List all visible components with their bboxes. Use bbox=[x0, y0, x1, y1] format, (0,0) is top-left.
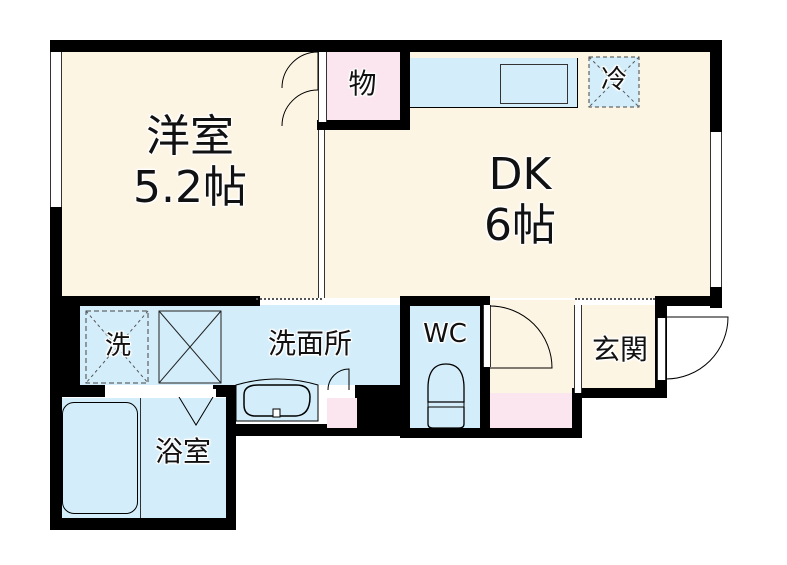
front-door-swing-icon bbox=[666, 316, 729, 380]
wall-storage-right bbox=[400, 40, 410, 130]
wall-washroom-right-block bbox=[355, 385, 405, 430]
toilet-floor bbox=[408, 305, 483, 430]
wall-mid-right bbox=[655, 296, 722, 306]
washroom-label: 洗面所 bbox=[267, 327, 352, 360]
kitchen-counter bbox=[410, 58, 578, 108]
washroom-storage bbox=[327, 398, 357, 428]
dk-name: DK bbox=[488, 149, 552, 200]
wall-bath-bottom bbox=[50, 518, 236, 530]
bathroom-label: 浴室 bbox=[154, 435, 211, 468]
bath-divider bbox=[140, 398, 141, 518]
toilet-door[interactable] bbox=[483, 305, 491, 367]
hall-door-swing-icon bbox=[490, 305, 553, 369]
wall-storage-bottom bbox=[317, 120, 410, 130]
wall-bath-top-right bbox=[213, 385, 233, 397]
toilet-label: WC bbox=[423, 319, 467, 349]
wall-toilet-left bbox=[400, 296, 410, 436]
threshold-entrance bbox=[575, 298, 655, 302]
wall-top bbox=[50, 40, 720, 52]
washbasin-icon bbox=[235, 378, 319, 422]
storage-label: 物 bbox=[348, 67, 377, 100]
western-room-name: 洋室 bbox=[146, 111, 234, 162]
washer-label: 洗 bbox=[104, 331, 131, 361]
dk-size: 6帖 bbox=[484, 199, 556, 251]
bath-door[interactable] bbox=[143, 389, 216, 397]
wall-entrance-bottom bbox=[572, 388, 667, 398]
wall-bath-top bbox=[50, 385, 105, 397]
western-room-floor bbox=[60, 50, 322, 298]
western-room-size: 5.2帖 bbox=[133, 161, 247, 213]
shoe-storage-floor bbox=[490, 393, 575, 430]
threshold-washroom bbox=[256, 298, 322, 302]
hall-entrance-frame bbox=[574, 305, 582, 393]
hall-floor bbox=[490, 300, 575, 405]
front-door[interactable] bbox=[657, 318, 666, 380]
entrance-floor bbox=[582, 305, 657, 390]
cabinet-icon bbox=[158, 310, 222, 384]
wall-mid-horizontal bbox=[50, 296, 260, 306]
washroom-storage-swing-icon bbox=[327, 368, 350, 390]
closet-door-icon bbox=[281, 52, 319, 127]
partition-sliding-door[interactable] bbox=[318, 130, 325, 298]
wall-hall-right bbox=[572, 390, 582, 438]
fridge-icon bbox=[588, 56, 640, 108]
washroom-storage-door[interactable] bbox=[327, 389, 349, 397]
dk-label: DK 6帖 bbox=[440, 149, 600, 251]
window-right[interactable] bbox=[710, 132, 722, 287]
entrance-label: 玄関 bbox=[591, 333, 648, 366]
toilet-icon bbox=[427, 363, 465, 429]
wall-washroom-left bbox=[50, 296, 80, 396]
kitchen-sink bbox=[500, 64, 568, 104]
wall-toilet-bottom bbox=[400, 428, 582, 438]
fridge-label: 冷 bbox=[600, 65, 627, 95]
window-left[interactable] bbox=[50, 52, 62, 207]
western-room-label: 洋室 5.2帖 bbox=[100, 111, 280, 213]
washroom-floor bbox=[80, 305, 400, 385]
washer-icon bbox=[85, 310, 149, 384]
wall-bath-right bbox=[226, 385, 236, 530]
storage-floor bbox=[327, 50, 402, 122]
bath-door-swing-icon bbox=[178, 397, 214, 426]
bathtub bbox=[62, 402, 138, 514]
wall-toilet-top bbox=[400, 296, 490, 306]
